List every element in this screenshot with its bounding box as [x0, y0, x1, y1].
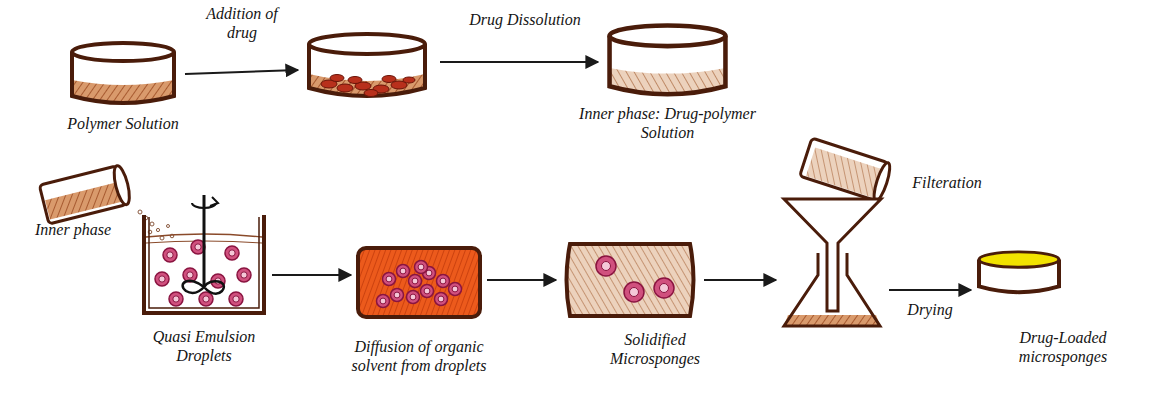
product-beaker: Drug-Loaded microsponges — [975, 248, 1063, 298]
stirred-vessel: Quasi Emulsion Droplets — [140, 195, 268, 317]
node-label: Filteration — [892, 173, 1002, 192]
diffusion-box: Diffusion of organic solvent from drople… — [355, 245, 483, 320]
flow-arrow — [440, 61, 598, 63]
filter-funnel: Filteration — [780, 195, 885, 330]
polymer-beaker: Polymer Solution — [68, 40, 178, 108]
node-outline — [605, 22, 730, 100]
node-label: Solidified Microsponges — [590, 330, 720, 368]
node-label: Inner phase: Drug-polymer Solution — [565, 104, 770, 142]
node-outline — [975, 248, 1063, 298]
step-label: Addition of drug — [196, 4, 288, 42]
node-outline — [780, 195, 885, 330]
flow-arrow — [487, 279, 556, 281]
flow-arrow — [889, 289, 971, 291]
filtration-tube — [800, 138, 893, 202]
node-outline — [140, 195, 268, 317]
node-outline — [355, 245, 483, 320]
flow-arrow — [704, 279, 776, 281]
drug-beaker — [309, 34, 425, 97]
node-outline — [560, 240, 700, 320]
node-outline — [68, 40, 178, 108]
node-label: Polymer Solution — [28, 114, 218, 133]
node-label: Drug-Loaded microsponges — [983, 328, 1143, 366]
node-label: Inner phase — [8, 220, 138, 239]
flow-arrow — [272, 274, 351, 276]
pouring-beaker: Inner phase — [38, 163, 133, 218]
inner-phase-beaker: Inner phase: Drug-polymer Solution — [605, 22, 730, 100]
edge-label: Drying — [907, 300, 952, 319]
flow-arrow — [185, 70, 298, 74]
node-label: Diffusion of organic solvent from drople… — [345, 337, 493, 375]
step-label: Drug Dissolution — [440, 10, 610, 29]
microsponge-box: Solidified Microsponges — [560, 240, 700, 320]
node-outline — [38, 163, 133, 218]
node-label: Quasi Emulsion Droplets — [134, 327, 274, 365]
